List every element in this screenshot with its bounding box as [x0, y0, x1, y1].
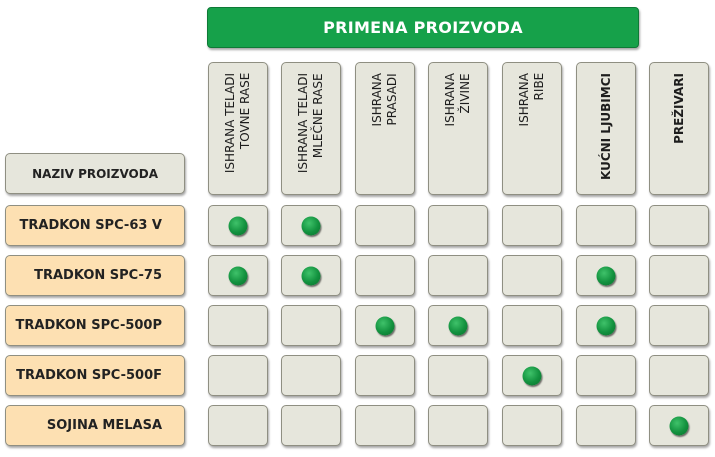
matrix-cell [355, 405, 415, 446]
column-header-3: ISHRANA PRASADI [355, 62, 415, 195]
matrix-cell [502, 405, 562, 446]
page-title: PRIMENA PROIZVODA [323, 18, 523, 37]
matrix-cell [428, 205, 488, 246]
column-header-label: ISHRANA TELADI MLEČNE RASE [296, 73, 325, 174]
matrix-cell [502, 355, 562, 396]
matrix-cell [576, 205, 636, 246]
green-dot-icon [301, 266, 321, 285]
green-dot-icon [522, 366, 542, 385]
matrix-cell [649, 355, 709, 396]
green-dot-icon [228, 266, 248, 285]
matrix-cell [208, 405, 268, 446]
column-header-6: KUĆNI LJUBIMCI [576, 62, 636, 195]
matrix-cell [355, 205, 415, 246]
matrix-cell [649, 255, 709, 296]
product-row-label: TRADKON SPC-63 V [5, 205, 185, 246]
matrix-cell [576, 305, 636, 346]
page-title-banner: PRIMENA PROIZVODA [207, 7, 639, 48]
matrix-cell [208, 255, 268, 296]
product-row-label: TRADKON SPC-500F [5, 355, 185, 396]
matrix-cell [576, 355, 636, 396]
matrix-cell [502, 305, 562, 346]
matrix-cell [428, 305, 488, 346]
green-dot-icon [596, 266, 616, 285]
matrix-cell [428, 255, 488, 296]
green-dot-icon [596, 316, 616, 335]
matrix-cell [281, 305, 341, 346]
column-header-5: ISHRANA RIBE [502, 62, 562, 195]
green-dot-icon [375, 316, 395, 335]
green-dot-icon [301, 216, 321, 235]
matrix-cell [281, 255, 341, 296]
column-header-label: ISHRANA PRASADI [370, 73, 399, 127]
matrix-cell [208, 305, 268, 346]
matrix-cell [576, 255, 636, 296]
green-dot-icon [448, 316, 468, 335]
product-row-label: SOJINA MELASA [5, 405, 185, 446]
green-dot-icon [228, 216, 248, 235]
column-header-7: PREŽIVARI [649, 62, 709, 195]
matrix-cell [502, 255, 562, 296]
product-row-label: TRADKON SPC-500P [5, 305, 185, 346]
matrix-cell [355, 255, 415, 296]
matrix-cell [502, 205, 562, 246]
matrix-cell [208, 205, 268, 246]
matrix-cell [281, 355, 341, 396]
column-label: NAZIV PROIZVODA [32, 166, 158, 181]
column-header-1: ISHRANA TELADI TOVNE RASE [208, 62, 268, 195]
matrix-cell [428, 405, 488, 446]
product-name: SOJINA MELASA [46, 418, 162, 433]
matrix-cell [281, 205, 341, 246]
matrix-cell [576, 405, 636, 446]
matrix-cell [281, 405, 341, 446]
matrix-cell [649, 405, 709, 446]
column-header-label: ISHRANA TELADI TOVNE RASE [223, 73, 252, 174]
product-row-label: TRADKON SPC-75 [5, 255, 185, 296]
column-label-box: NAZIV PROIZVODA [5, 153, 185, 194]
matrix-cell [355, 305, 415, 346]
product-name: TRADKON SPC-63 V [19, 218, 162, 233]
column-header-4: ISHRANA ŽIVINE [428, 62, 488, 195]
column-header-label: PREŽIVARI [671, 73, 686, 144]
matrix-cell [649, 205, 709, 246]
matrix-cell [355, 355, 415, 396]
green-dot-icon [669, 416, 689, 435]
column-header-label: ISHRANA ŽIVINE [443, 73, 472, 127]
column-header-label: ISHRANA RIBE [517, 73, 546, 127]
column-header-2: ISHRANA TELADI MLEČNE RASE [281, 62, 341, 195]
matrix-cell [428, 355, 488, 396]
product-name: TRADKON SPC-500P [15, 318, 162, 333]
product-name: TRADKON SPC-75 [34, 268, 162, 283]
matrix-cell [208, 355, 268, 396]
column-header-label: KUĆNI LJUBIMCI [598, 73, 613, 181]
matrix-cell [649, 305, 709, 346]
product-name: TRADKON SPC-500F [16, 368, 162, 383]
